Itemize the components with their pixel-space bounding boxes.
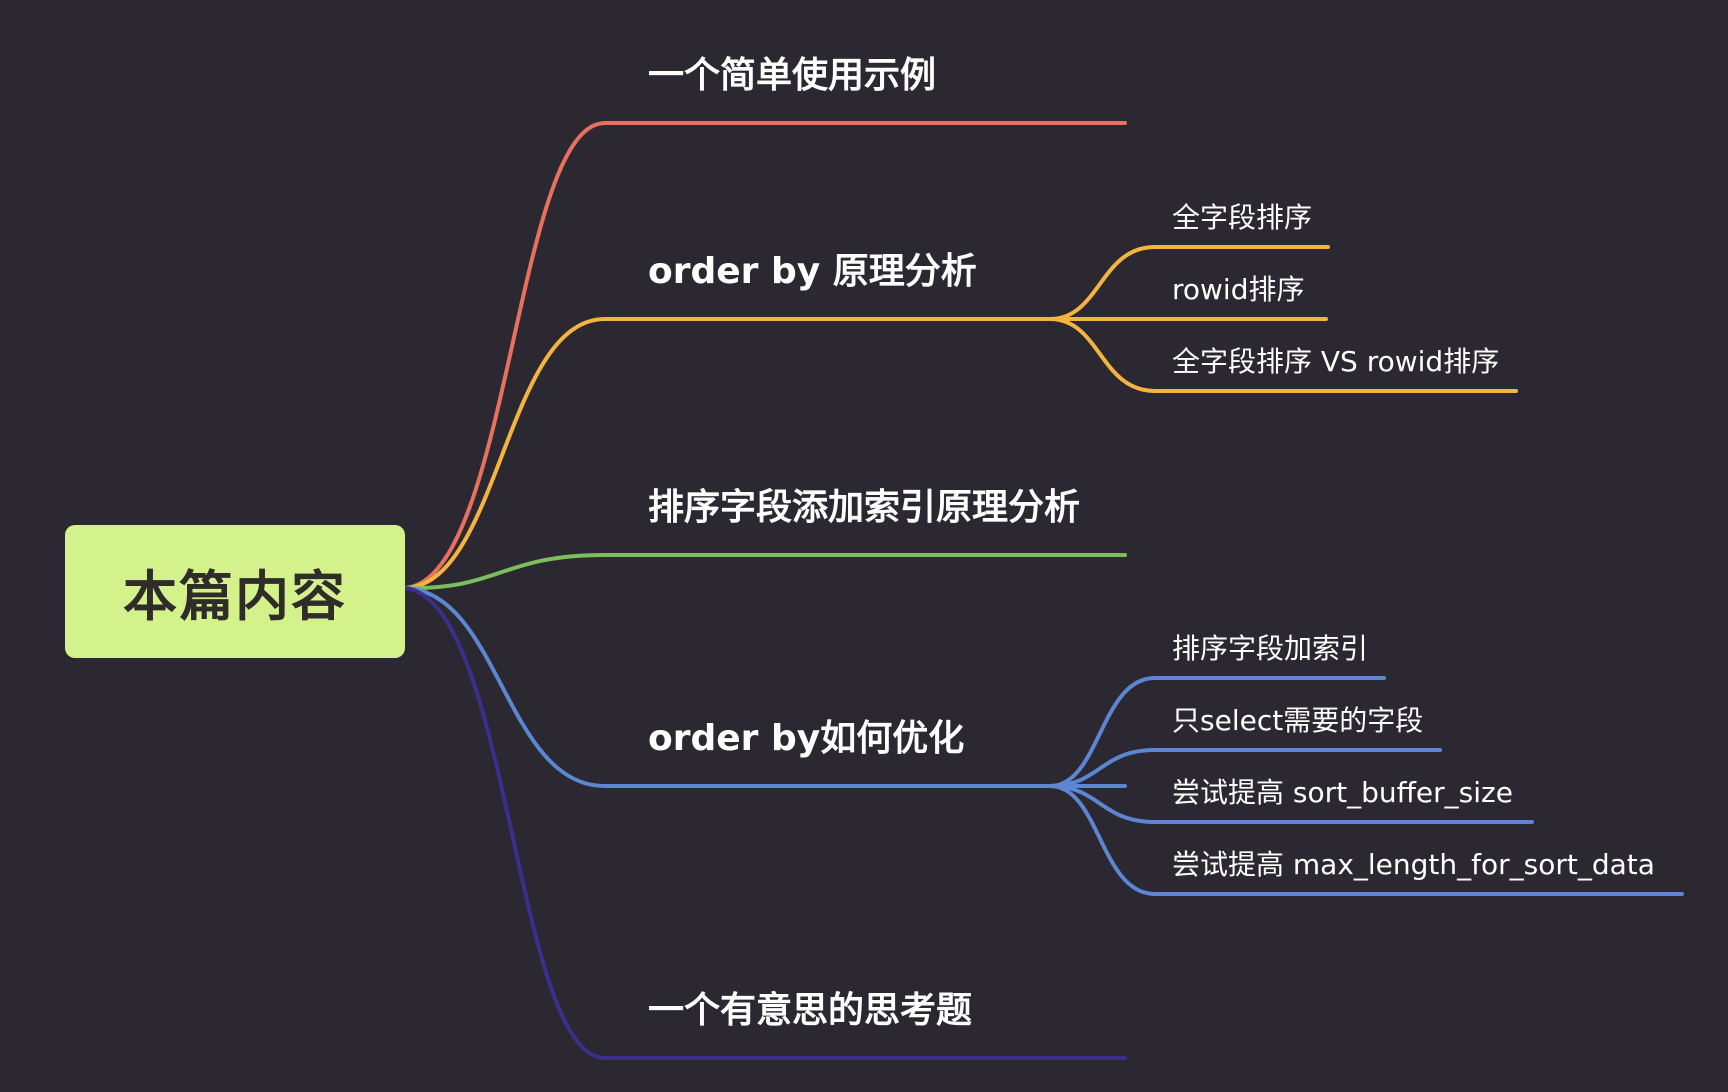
branch-order-by-optimize[interactable]: order by如何优化 xyxy=(648,718,965,759)
leaf-full-field-sort[interactable]: 全字段排序 xyxy=(1172,201,1313,234)
leaf-rowid-sort[interactable]: rowid排序 xyxy=(1172,273,1305,306)
connector-max-length-for-sort-data xyxy=(1048,784,1684,896)
connector-index-principle xyxy=(403,553,1127,591)
connector-full-field-sort xyxy=(1048,245,1330,321)
connector-order-by-optimize xyxy=(403,586,1127,788)
connector-simple-example xyxy=(403,121,1127,590)
branch-index-principle[interactable]: 排序字段添加索引原理分析 xyxy=(648,487,1081,528)
branch-thought-question[interactable]: 一个有意思的思考题 xyxy=(648,990,973,1031)
connector-select-needed-fields xyxy=(1048,748,1442,788)
branch-order-by-principle[interactable]: order by 原理分析 xyxy=(648,251,977,292)
branch-simple-example[interactable]: 一个简单使用示例 xyxy=(648,55,937,96)
leaf-max-length-for-sort-data[interactable]: 尝试提高 max_length_for_sort_data xyxy=(1172,848,1655,881)
connector-order-by-principle xyxy=(403,317,1127,590)
leaf-sort-field-index[interactable]: 排序字段加索引 xyxy=(1172,632,1369,665)
connector-thought-question xyxy=(403,586,1127,1060)
connector-sort-buffer-size xyxy=(1048,784,1534,824)
connector-full-vs-rowid xyxy=(1048,317,1518,393)
leaf-select-needed-fields[interactable]: 只select需要的字段 xyxy=(1172,704,1424,737)
connector-sort-field-index xyxy=(1048,676,1386,788)
root-node[interactable]: 本篇内容 xyxy=(65,525,405,658)
leaf-full-vs-rowid[interactable]: 全字段排序 VS rowid排序 xyxy=(1172,345,1500,378)
leaf-sort-buffer-size[interactable]: 尝试提高 sort_buffer_size xyxy=(1172,776,1513,809)
